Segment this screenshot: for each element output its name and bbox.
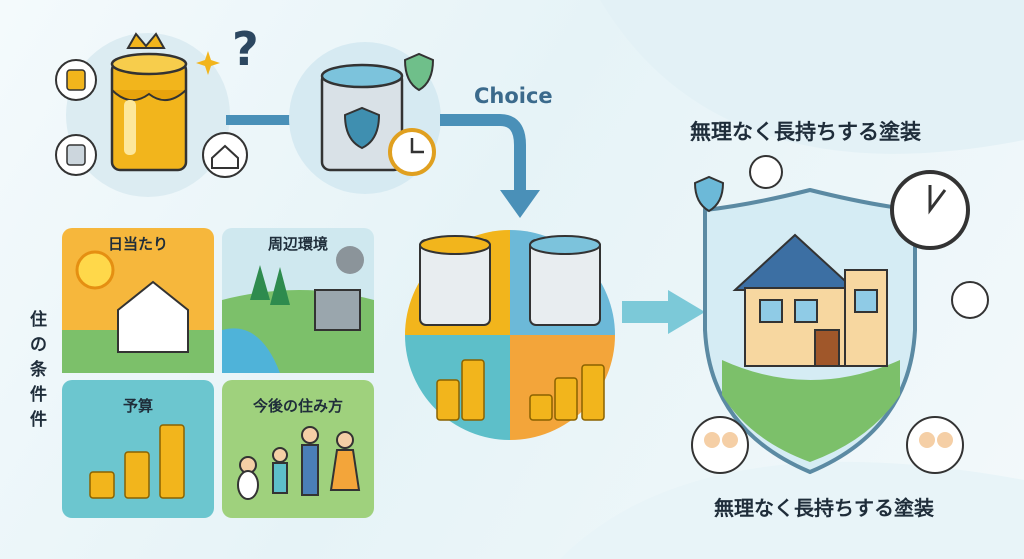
protected-house-shield xyxy=(691,155,989,475)
result-caption: 無理なく長持ちする塗装 xyxy=(714,496,934,520)
bank-icon xyxy=(951,281,989,319)
tile-label-budget: 予算 xyxy=(122,397,153,415)
connector-arrow xyxy=(440,114,526,195)
tile-label-future-lifestyle: 今後の住み方 xyxy=(252,397,343,415)
family-avatar-icon xyxy=(906,416,964,474)
combined-puzzle-circle xyxy=(405,230,615,440)
crown-icon xyxy=(126,32,166,49)
tile-label-sunlight: 日当たり xyxy=(107,235,168,253)
standard-paint-can-group xyxy=(289,42,441,194)
background-shape xyxy=(560,461,1024,559)
trees-icon xyxy=(250,265,290,305)
conditions-vertical-label: 住の条件件 xyxy=(30,310,47,430)
arrow-head xyxy=(500,190,540,218)
premium-paint-can-group xyxy=(55,32,248,197)
question-mark: ? xyxy=(232,22,259,76)
door-icon xyxy=(814,329,840,367)
result-title: 無理なく長持ちする塗装 xyxy=(690,120,921,144)
house-icon xyxy=(117,280,189,353)
sea-icon xyxy=(222,328,280,373)
background-shape xyxy=(600,0,1024,154)
tile-label-surroundings: 周辺環境 xyxy=(267,235,328,253)
coin-stacks-icon xyxy=(436,359,605,421)
factory-icon xyxy=(314,289,361,331)
clock-icon xyxy=(749,155,783,189)
shield-icon xyxy=(693,175,725,213)
choice-label: Choice xyxy=(474,84,553,108)
shield-icon xyxy=(343,106,381,150)
sun-icon xyxy=(75,250,115,290)
family-icon xyxy=(237,426,361,500)
shield-icon xyxy=(403,52,435,92)
sparkle-icon xyxy=(196,51,220,75)
arrow-head xyxy=(668,290,705,334)
family-avatar-icon xyxy=(691,416,749,474)
condition-tiles xyxy=(62,228,374,518)
coin-stacks-icon xyxy=(89,424,185,499)
